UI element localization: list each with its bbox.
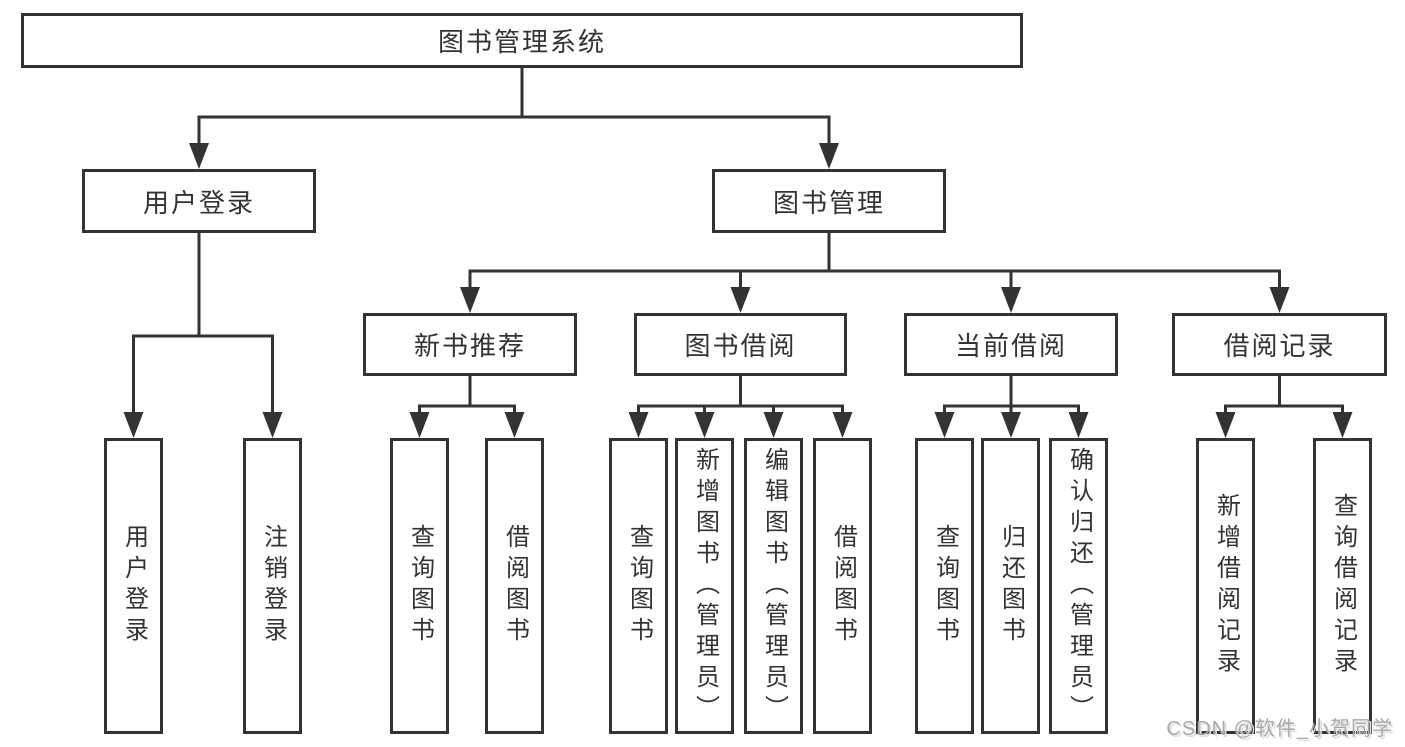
node-label: 借阅图书: [829, 524, 857, 648]
node-label: 当前借阅: [954, 331, 1067, 361]
node-label: 查询借阅记录: [1329, 493, 1357, 679]
node-label: 编辑图书（管理员）: [760, 446, 788, 726]
node-label: 图书借阅: [684, 331, 797, 361]
csdn-watermark: CSDN @软件_小贺同学: [1166, 718, 1393, 740]
node-label: 借阅图书: [501, 524, 529, 648]
tree-edges: [132, 68, 1344, 414]
node-label: 图书管理: [772, 187, 885, 218]
node-borrow-records: 借阅记录: [1172, 313, 1387, 376]
node-root: 图书管理系统: [21, 13, 1023, 68]
node-leaf-bb-add-books: 新增图书（管理员）: [675, 438, 734, 734]
node-leaf-cb-search-books: 查询图书: [915, 438, 974, 734]
node-label: 确认归还（管理员）: [1065, 446, 1093, 726]
node-book-mgmt: 图书管理: [712, 169, 946, 233]
node-label: 用户登录: [120, 524, 148, 648]
arrowhead-icons: [123, 143, 1353, 438]
node-leaf-bb-borrow-books: 借阅图书: [813, 438, 872, 734]
node-label: 注销登录: [259, 524, 287, 648]
node-leaf-rec-search-books: 查询图书: [390, 438, 449, 734]
node-leaf-cb-return-books: 归还图书: [981, 438, 1040, 734]
node-leaf-br-add-record: 新增借阅记录: [1196, 438, 1255, 734]
node-label: 新增借阅记录: [1212, 493, 1240, 679]
node-current-borrow: 当前借阅: [904, 313, 1118, 376]
node-label: 归还图书: [997, 524, 1025, 648]
node-leaf-cb-confirm-return: 确认归还（管理员）: [1049, 438, 1108, 734]
node-label: 查询图书: [931, 524, 959, 648]
node-label: 新增图书（管理员）: [691, 446, 719, 726]
node-leaf-br-search-record: 查询借阅记录: [1313, 438, 1372, 734]
node-leaf-user-login: 用户登录: [104, 438, 163, 734]
node-leaf-logout: 注销登录: [243, 438, 302, 734]
node-leaf-rec-borrow-books: 借阅图书: [485, 438, 544, 734]
node-book-borrow: 图书借阅: [634, 313, 847, 376]
node-new-book-rec: 新书推荐: [363, 313, 577, 376]
node-leaf-bb-search-books: 查询图书: [609, 438, 668, 734]
node-label: 查询图书: [406, 524, 434, 648]
node-label: 查询图书: [625, 524, 653, 648]
node-user-login: 用户登录: [82, 169, 316, 233]
node-label: 新书推荐: [413, 331, 526, 361]
node-leaf-bb-edit-books: 编辑图书（管理员）: [744, 438, 803, 734]
node-label: 图书管理系统: [437, 27, 606, 57]
node-label: 借阅记录: [1223, 331, 1336, 361]
node-label: 用户登录: [142, 187, 255, 218]
